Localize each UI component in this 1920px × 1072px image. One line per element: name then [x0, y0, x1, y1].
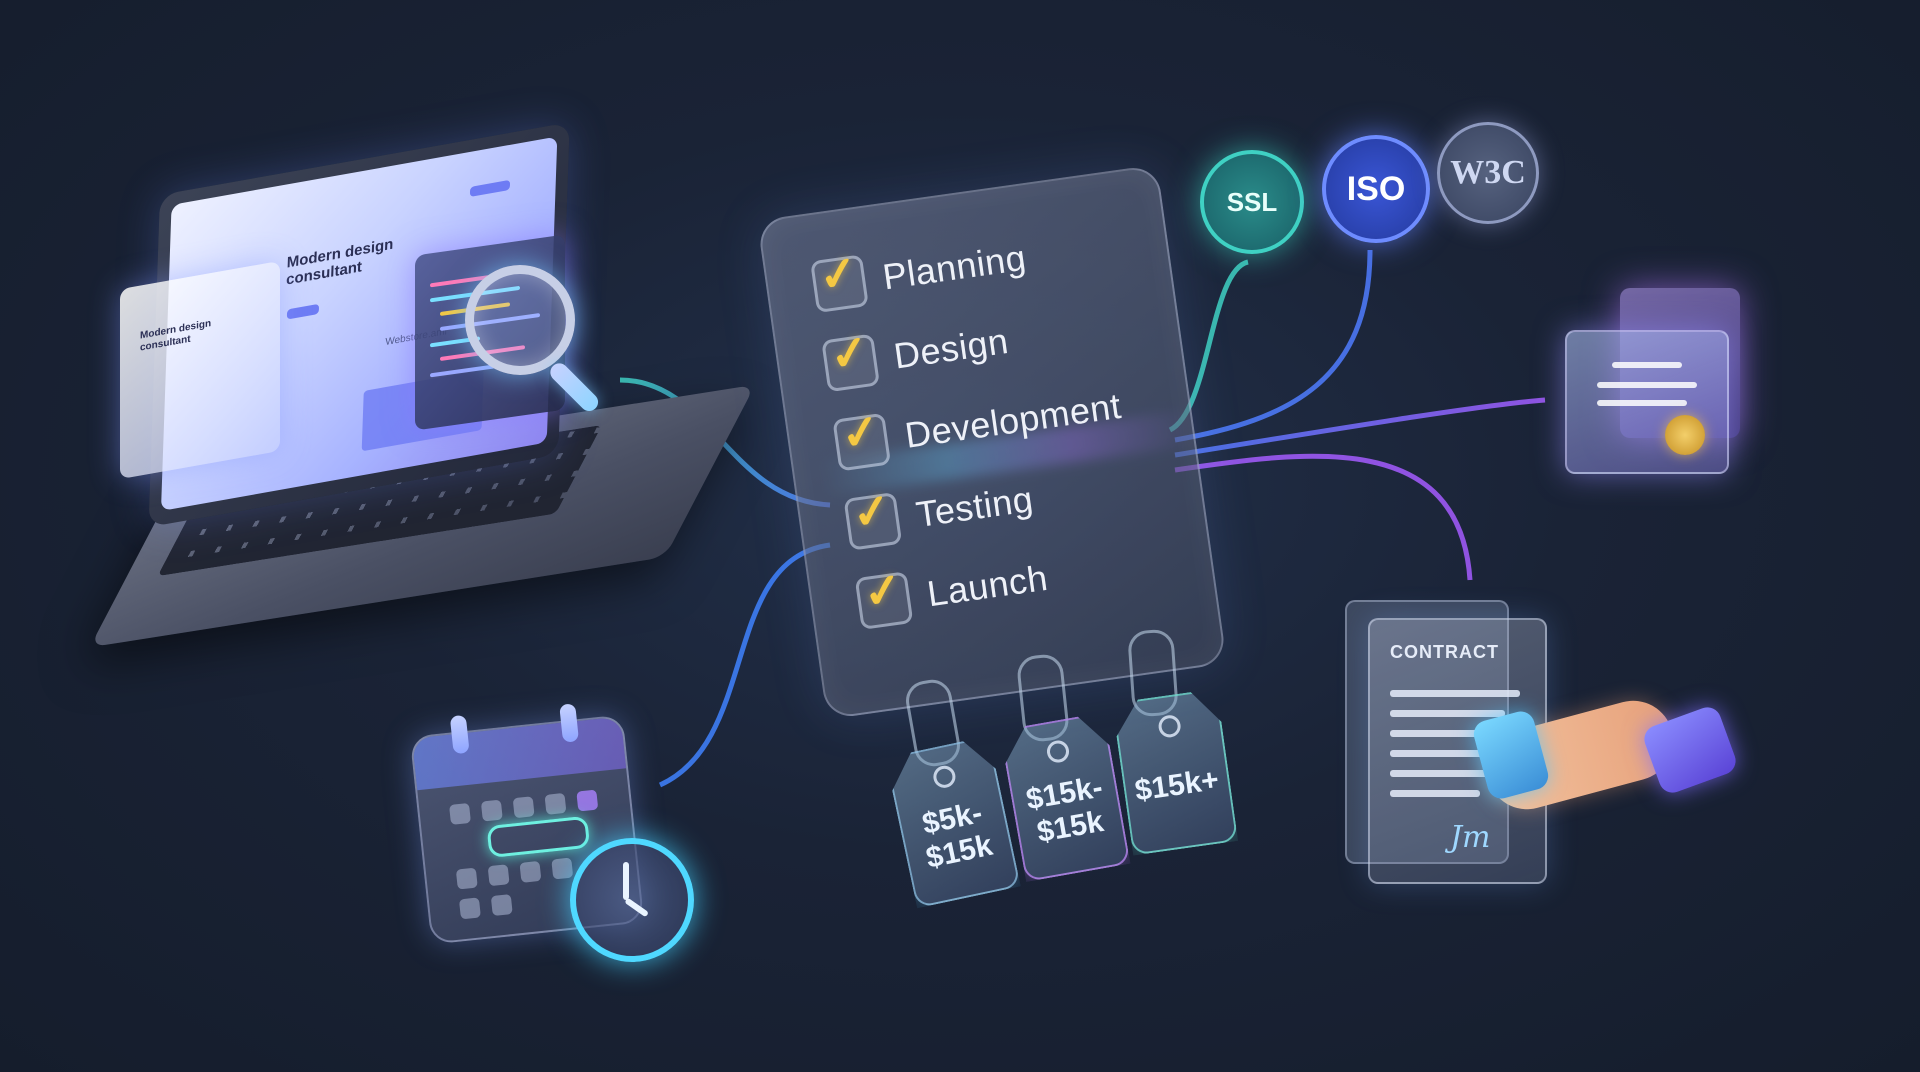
checklist-label: Testing [913, 478, 1036, 536]
iso-badge-label: ISO [1346, 169, 1406, 208]
checkbox: ✓ [854, 562, 914, 630]
magnifier-icon [465, 265, 615, 415]
line-checklist-to-contract [1174, 453, 1473, 581]
checkmark-icon: ✓ [837, 403, 884, 461]
line-calendar-to-checklist [658, 542, 831, 788]
contract-title: CONTRACT [1390, 642, 1499, 662]
certificate-seal-icon [1665, 415, 1705, 455]
clock-hour-hand [623, 862, 629, 900]
checkmark-icon: ✓ [815, 245, 862, 303]
checklist-label: Design [891, 319, 1011, 377]
ssl-badge-label: SSL [1226, 186, 1278, 217]
w3c-badge-icon: W3C [1437, 122, 1539, 224]
ssl-badge-icon: SSL [1200, 150, 1304, 254]
checkbox: ✓ [832, 404, 892, 472]
checklist-item-launch: ✓ Launch [854, 548, 1052, 634]
contract-document: CONTRACT Jm [1368, 618, 1547, 884]
magnifier-lens [465, 265, 575, 375]
checklist-item-development: ✓ Development [832, 376, 1125, 475]
magnifier-handle [546, 359, 602, 415]
floating-web-card: Modern design consultant [120, 260, 280, 480]
checklist-item-design: ✓ Design [821, 311, 1013, 396]
checkmark-icon: ✓ [860, 562, 906, 620]
checklist-item-testing: ✓ Testing [843, 469, 1037, 555]
contract-signature: Jm [1450, 820, 1491, 855]
laptop-illustration: Modern design consultant Webstore.ami Mo… [89, 122, 756, 685]
checkbox: ✓ [821, 325, 880, 393]
certificate-icon [1565, 330, 1729, 474]
line-checklist-to-iso [1174, 249, 1373, 443]
screen-hero-title: Modern design consultant [285, 235, 394, 289]
w3c-badge-label: W3C [1450, 154, 1526, 191]
price-tag-line1: $15k+ [1132, 763, 1221, 808]
calendar-range-arrow [486, 815, 591, 859]
screen-nav-button [469, 179, 511, 197]
checklist-label: Launch [924, 556, 1051, 615]
clock-minute-hand [624, 897, 650, 918]
checklist-label: Development [902, 384, 1124, 456]
iso-badge-icon: ISO [1322, 135, 1430, 243]
checkbox: ✓ [843, 483, 903, 551]
checkbox: ✓ [810, 245, 869, 314]
checklist-item-planning: ✓ Planning [810, 228, 1030, 317]
checklist-label: Planning [880, 236, 1029, 298]
checkmark-icon: ✓ [826, 324, 873, 382]
clock-icon [570, 838, 694, 962]
checkmark-icon: ✓ [849, 482, 895, 540]
screen-cta-button [286, 303, 320, 320]
floating-card-title: Modern design consultant [140, 318, 212, 354]
line-checklist-to-cert [1174, 397, 1546, 458]
